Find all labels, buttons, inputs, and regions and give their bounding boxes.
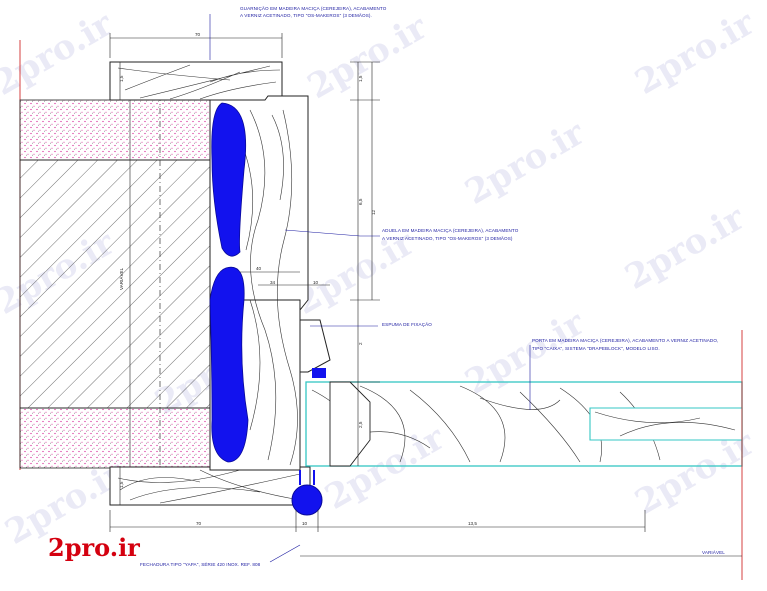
leader-lines xyxy=(209,14,531,563)
fixing-foam xyxy=(209,102,249,463)
top-note-line1: GUARNIÇÃO EM MADEIRA MACIÇA (CEREJEIRA),… xyxy=(240,5,387,11)
dim-wall-height: VARIÁVEL xyxy=(118,267,124,290)
section-label: VARIÁVEL xyxy=(702,549,725,555)
dim-bottom-left: 70 xyxy=(196,521,202,526)
foam-note: ESPUMA DE FIXAÇÃO xyxy=(382,321,432,327)
jamb-note-line2: A VERNIZ ACETINADO, TIPO "OS-MAKEROS" (3… xyxy=(382,235,513,241)
door-leaf xyxy=(305,330,743,580)
jamb-note-line1: ADUELA EM MADEIRA MACIÇA (CEREJEIRA), AC… xyxy=(382,228,519,233)
dim-top-width: 70 xyxy=(195,32,201,37)
door-panel-insert xyxy=(589,407,743,441)
door-note-line1: PORTA EM MADEIRA MACIÇA (CEREJEIRA), ACA… xyxy=(532,338,718,343)
dim-bottom-gap: 10 xyxy=(302,521,308,526)
dim-right-top: 1,5 xyxy=(358,75,363,82)
dim-right-mid: 6,5 xyxy=(358,198,363,205)
hinge-pivot-circle xyxy=(291,484,323,516)
dim-right-total: 12 xyxy=(371,209,376,215)
dim-left-bottom: 1,5 xyxy=(119,481,124,488)
dim-right-lower: 2 xyxy=(358,342,363,345)
door-note-line2: TIPO "CAIXA", SISTEMA "DRAPEBLOCK", MODE… xyxy=(532,346,660,351)
dim-mid-34: 34 xyxy=(270,280,276,285)
wall-plaster-top xyxy=(19,99,211,161)
hinge-note: FECHADURA TIPO "YAPA", SÉRIE 420 INOX. R… xyxy=(140,561,261,567)
dim-right-bottom: 2,5 xyxy=(358,421,363,428)
dim-left-top: 1,5 xyxy=(119,75,124,82)
lower-casing xyxy=(109,466,311,506)
dimension-lines xyxy=(109,33,742,557)
wall-plaster-bottom xyxy=(19,407,211,469)
dim-mid-40: 40 xyxy=(256,266,262,271)
upper-casing xyxy=(109,61,283,101)
top-note-line2: A VERNIZ ACETINADO, TIPO "OS-MAKEROS" (3… xyxy=(240,12,372,18)
latch-block xyxy=(312,368,326,378)
brand-logo: 2pro.ir xyxy=(48,533,140,562)
dim-bottom-span: 13,5 xyxy=(468,521,477,526)
dim-mid-10: 10 xyxy=(313,280,319,285)
hinge-hardware xyxy=(291,368,326,516)
wall-masonry-hatch xyxy=(19,159,211,409)
wall-section xyxy=(19,95,211,470)
